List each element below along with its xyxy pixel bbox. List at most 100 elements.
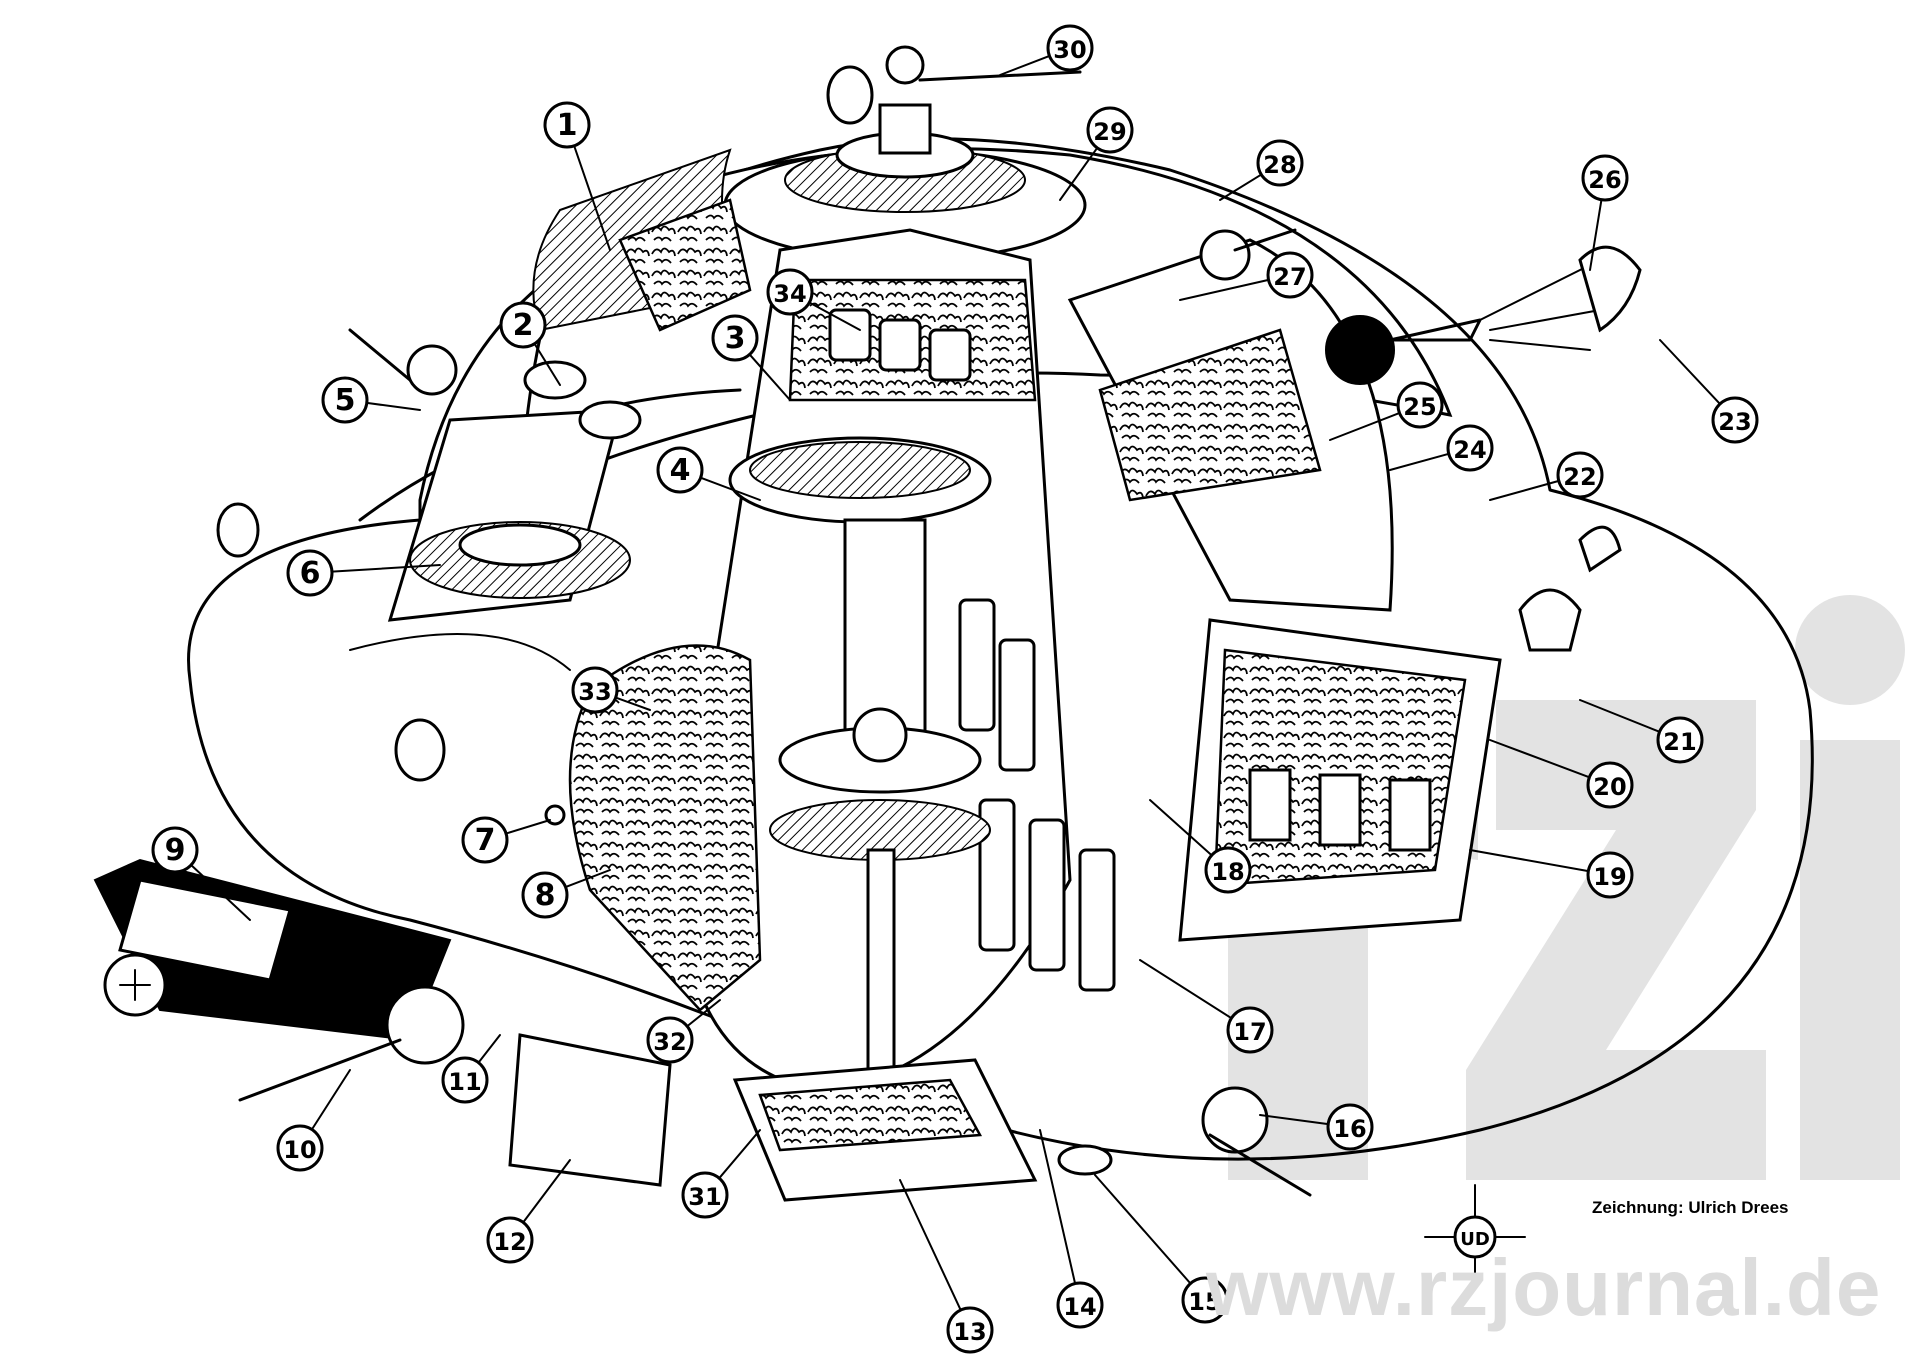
callout-4: 4 — [656, 446, 761, 501]
callout-leader-line — [533, 342, 561, 386]
callout-10: 10 — [276, 1069, 351, 1172]
callout-leader-line — [1329, 411, 1401, 441]
callout-29: 29 — [1059, 106, 1134, 201]
callout-circle — [1586, 851, 1634, 899]
callout-circle — [571, 666, 619, 714]
callout-number: 10 — [283, 1136, 316, 1164]
callout-number: 26 — [1588, 166, 1621, 194]
signature-ud-mark: UD — [1424, 1184, 1526, 1290]
callout-19: 19 — [1469, 849, 1634, 899]
callout-circle — [276, 1124, 324, 1172]
callout-circle — [543, 101, 591, 149]
callout-circle — [1586, 761, 1634, 809]
callout-leader-line — [1219, 173, 1263, 201]
callout-number: 33 — [578, 678, 611, 706]
callout-circle — [711, 314, 759, 362]
callout-18: 18 — [1149, 799, 1252, 894]
callout-24: 24 — [1389, 424, 1494, 472]
callout-number: 29 — [1093, 118, 1126, 146]
callout-leader-line — [1094, 1174, 1192, 1285]
callout-number: 14 — [1063, 1293, 1096, 1321]
callout-circle — [1326, 1103, 1374, 1151]
callout-number: 13 — [953, 1318, 986, 1346]
callout-leader-line — [614, 696, 651, 711]
callout-leader-line — [190, 864, 251, 921]
callout-leader-line — [1139, 959, 1233, 1020]
callout-leader-line — [1259, 1114, 1330, 1126]
callout-12: 12 — [486, 1159, 571, 1264]
callout-34: 34 — [766, 268, 861, 331]
callout-leader-line — [1149, 799, 1213, 857]
callout-15: 15 — [1094, 1174, 1229, 1324]
callout-circle — [1446, 424, 1494, 472]
callout-30: 30 — [999, 24, 1094, 76]
callout-number: 4 — [670, 453, 691, 488]
callout-circle — [766, 268, 814, 316]
callout-leader-line — [1489, 479, 1560, 501]
callout-leader-line — [686, 999, 721, 1028]
svg-text:UD: UD — [1460, 1229, 1490, 1250]
callout-leader-line — [522, 1159, 571, 1224]
callout-leader-line — [1469, 849, 1590, 873]
callout-leader-line — [1039, 1129, 1077, 1285]
callout-number: 27 — [1273, 263, 1306, 291]
callout-circle — [499, 301, 547, 349]
callout-23: 23 — [1659, 339, 1759, 444]
callout-leader-line — [564, 869, 611, 889]
callout-number: 24 — [1453, 436, 1486, 464]
callout-leader-line — [748, 353, 791, 401]
callout-leader-line — [1489, 739, 1591, 779]
callout-number: 25 — [1403, 393, 1436, 421]
docked-rocket — [93, 858, 452, 1042]
callout-circle — [521, 871, 569, 919]
callout-number: 34 — [773, 280, 806, 308]
callout-21: 21 — [1579, 699, 1704, 764]
callout-leader-line — [330, 564, 441, 573]
callout-circle — [646, 1016, 694, 1064]
callout-number: 5 — [335, 383, 356, 418]
left-pod — [349, 408, 762, 1012]
callout-circle — [1396, 381, 1444, 429]
callout-22: 22 — [1489, 451, 1604, 501]
callout-leader-line — [1179, 278, 1270, 301]
callout-number: 17 — [1233, 1018, 1266, 1046]
callout-number: 23 — [1718, 408, 1751, 436]
callout-32: 32 — [646, 999, 721, 1064]
callout-number: 6 — [300, 556, 321, 591]
callout-leader-line — [1059, 146, 1099, 201]
callout-number: 19 — [1593, 863, 1626, 891]
credit-text: Zeichnung: Ulrich Drees — [1592, 1198, 1789, 1217]
callout-26: 26 — [1581, 154, 1629, 271]
callout-circle — [681, 1171, 729, 1219]
callout-16: 16 — [1259, 1103, 1374, 1151]
callout-14: 14 — [1039, 1129, 1104, 1329]
callout-number: 30 — [1053, 36, 1086, 64]
callout-number: 21 — [1663, 728, 1696, 756]
callout-leader-line — [718, 1129, 761, 1180]
callout-27: 27 — [1179, 251, 1314, 301]
callout-circle — [1226, 1006, 1274, 1054]
storage-cylinders — [828, 308, 1116, 992]
callout-leader-line — [1659, 339, 1721, 405]
callout-circle — [1556, 451, 1604, 499]
callout-circle — [151, 826, 199, 874]
callout-number: 11 — [448, 1068, 481, 1096]
callout-number: 22 — [1563, 463, 1596, 491]
callout-33: 33 — [571, 666, 651, 714]
callout-circle — [656, 446, 704, 494]
callout-circle — [1266, 251, 1314, 299]
callout-leader-line — [1579, 699, 1661, 733]
callout-leader-line — [699, 476, 761, 501]
callout-number: 20 — [1593, 773, 1626, 801]
callout-13: 13 — [899, 1179, 994, 1354]
callout-leader-line — [899, 1179, 962, 1312]
callout-number: 28 — [1263, 151, 1296, 179]
callout-circle — [441, 1056, 489, 1104]
callout-circle — [1056, 1281, 1104, 1329]
callout-circle — [1581, 154, 1629, 202]
callout-number: 3 — [725, 321, 746, 356]
callout-leader-line — [573, 144, 611, 251]
callout-31: 31 — [681, 1129, 761, 1219]
right-pod — [1067, 238, 1502, 942]
